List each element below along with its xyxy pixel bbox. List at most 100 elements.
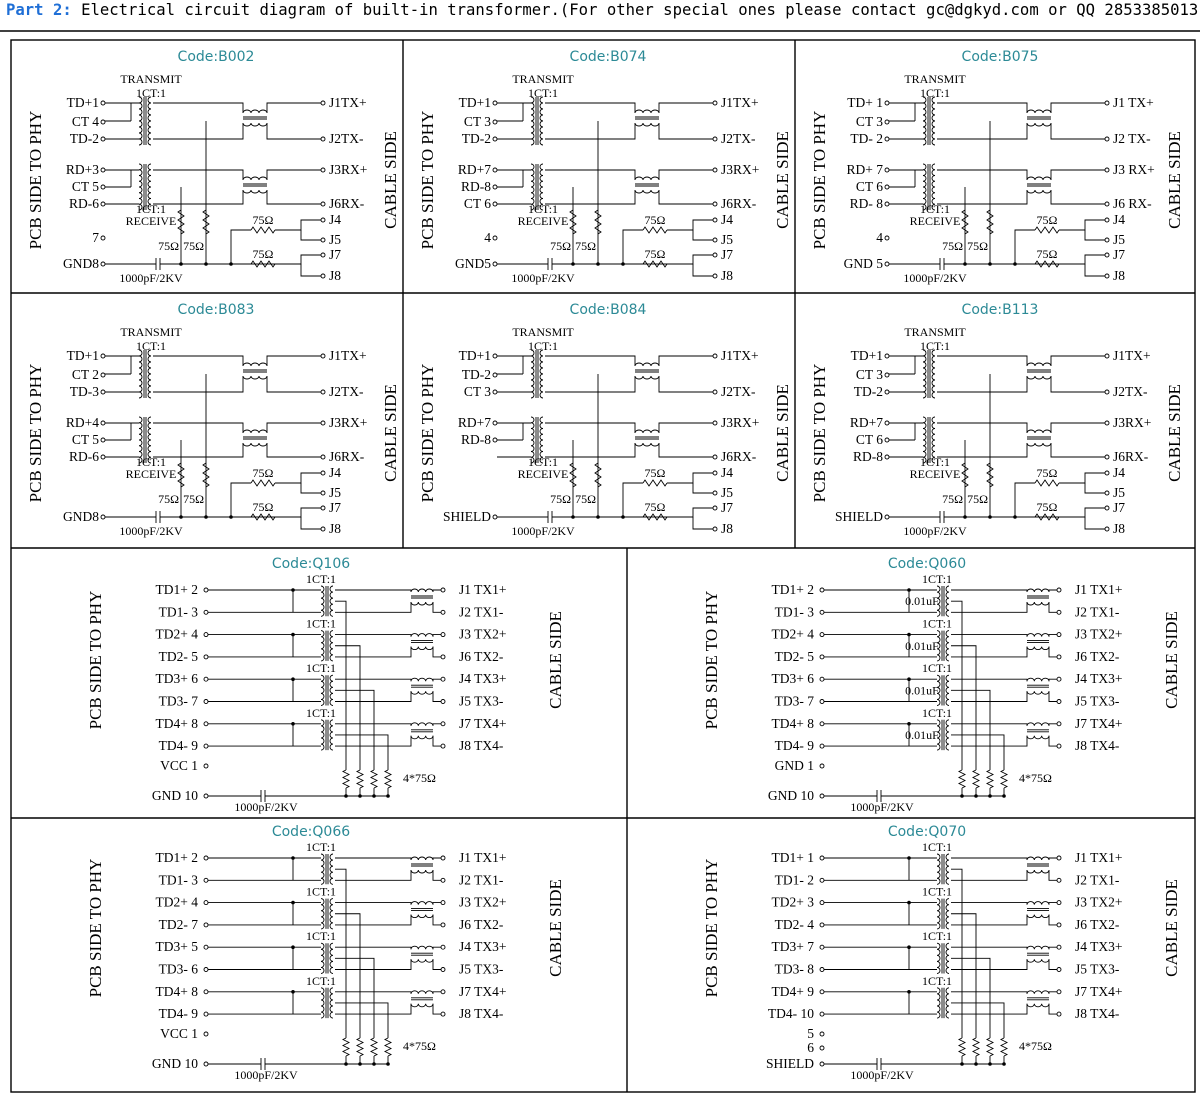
pin-label-left: TD2+ 3 [772,895,815,910]
capacitor-value: 1000pF/2KV [234,800,298,814]
choke-winding [410,646,434,651]
secondary-wire [951,857,1028,860]
terminal [1104,490,1110,496]
resistor-value: 75Ω [967,239,988,253]
terminal [819,721,825,727]
pcb-side-label: PCB SIDE TO PHY [810,111,829,250]
resistor [250,513,276,521]
secondary-winding [945,987,950,1019]
primary-winding [138,163,143,211]
pin-label-right: J7 TX4+ [1075,716,1123,731]
pin-label-left: RD-6 [69,449,99,464]
ratio-label: 1CT:1 [136,202,166,216]
terminal [100,201,106,207]
transformer-symbol [320,630,334,662]
pin-label-left: SHIELD [443,509,491,524]
terminal [100,420,106,426]
terminal [1104,100,1110,106]
primary-winding [530,416,535,464]
pin-label-left: TD1- 3 [775,604,815,619]
primary-winding [936,898,941,930]
terminal [320,100,326,106]
choke-winding [410,722,434,726]
terminal [1104,201,1110,207]
rx-wire [266,169,321,180]
choke-winding [242,109,268,114]
pin-label-right: J6 RX- [1113,196,1152,211]
bob-smith-wire [1059,254,1105,265]
terminal [100,119,106,125]
pin-label-left: CT 3 [464,384,491,399]
secondary-wire [335,857,412,860]
pin-label-left: 5 [807,1026,814,1041]
terminal [440,743,446,749]
secondary-winding [931,96,936,146]
secondary-wire [951,870,1028,881]
bob-smith-wire [667,472,713,484]
common-mode-choke [410,677,434,695]
rx-wire [266,190,321,205]
panel-code: Code:Q066 [272,824,350,840]
pin-label-left: RD+4 [66,415,99,430]
pin-label-left: CT 2 [72,367,99,382]
choke-winding [1026,945,1050,950]
junction-dot [204,262,208,266]
common-mode-choke [242,362,268,380]
ratio-label: 1CT:1 [922,974,952,988]
terminal [884,514,890,520]
terminal [492,437,498,443]
secondary-wire [1048,946,1057,950]
pin-label-right: J2TX- [329,131,364,146]
panel-code: Code:B083 [178,302,255,318]
junction-dot [291,856,295,860]
terminal [1056,587,1062,593]
bob-smith-wire [667,254,713,265]
terminal [884,184,890,190]
pin-label-right: J1TX+ [721,95,759,110]
resistor-value: 75Ω [645,247,666,261]
terminal [320,252,326,258]
decoupling-capacitor: 0.01uF [905,639,939,653]
pin-label-right: J2 TX- [1113,131,1151,146]
secondary-winding [147,163,152,211]
resistor-value: 75Ω [1037,500,1058,514]
bob-smith-wire [622,482,643,517]
secondary-wire [335,870,412,881]
terminal [1104,389,1110,395]
terminal [712,273,718,279]
pin-label-right: J5 TX3- [459,962,504,977]
secondary-wire [335,634,412,637]
pin-label-left: VCC 1 [160,758,198,773]
resistor-value: 75Ω [158,492,179,506]
pin-label-left: CT 3 [856,367,883,382]
tx-wire [266,123,321,140]
terminal [440,654,446,660]
pin-label-right: J8 [1113,268,1125,283]
pin-label-right: J1TX+ [1113,348,1151,363]
pin-label-left: TD1+ 2 [156,582,198,597]
pin-label-right: J4 TX3+ [459,671,507,686]
pin-label-right: J7 [1113,500,1125,515]
secondary-winding [931,416,936,464]
junction-dot [907,588,911,592]
transmit-label: TRANSMIT [120,325,182,339]
rx-wire [545,443,636,458]
tx-wire [266,102,321,113]
bob-smith-wire [692,264,713,277]
pin-label-left: TD1- 3 [159,872,199,887]
terminal [100,514,106,520]
transformer-symbol [530,349,544,399]
terminal [203,721,209,727]
terminal [819,632,825,638]
ratio-label: 1CT:1 [306,929,336,943]
secondary-wire [432,870,441,881]
ct-termination-wire [335,868,347,1038]
tx-wire [937,102,1028,113]
pin-label-right: J3 TX2+ [459,627,507,642]
terminal [1056,676,1062,682]
terminal [440,632,446,638]
cable-side-label: CABLE SIDE [546,879,565,977]
resistor [971,769,981,789]
